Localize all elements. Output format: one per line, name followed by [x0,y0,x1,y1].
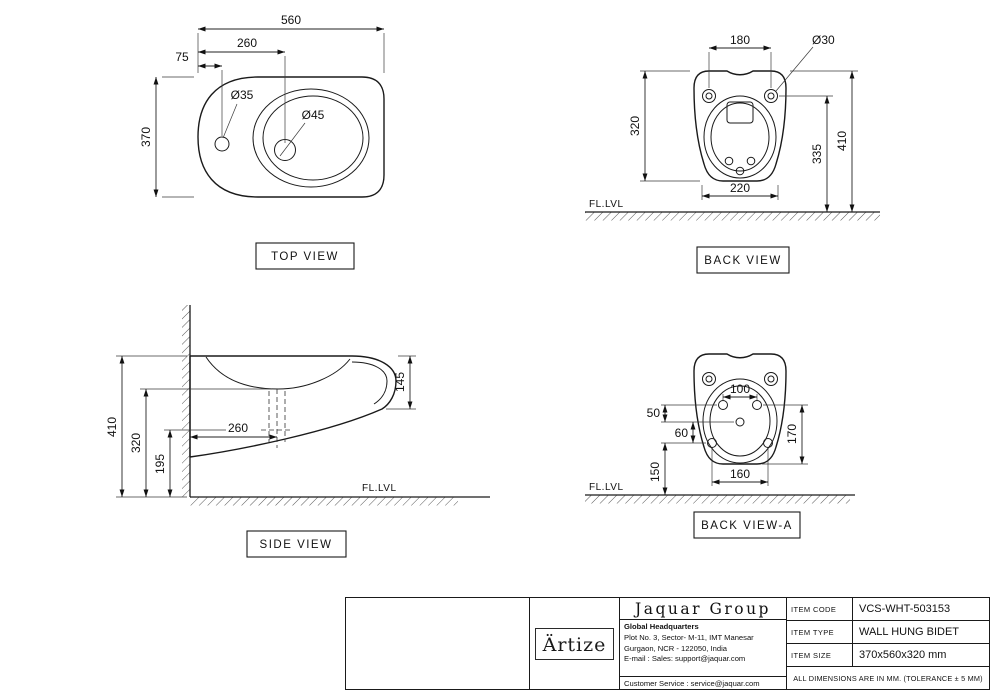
side-view-outline [189,355,397,458]
dim-top-width: 370 [139,127,153,147]
faucet-hole-small [214,136,230,152]
dim-back-hole-dia: Ø30 [812,33,835,47]
tolerance-note: ALL DIMENSIONS ARE IN MM. (TOLERANCE ± 5… [793,673,983,683]
dim-backa-fix-height: 150 [648,462,662,482]
item-code-row: ITEM CODE VCS-WHT-503153 [787,598,989,621]
company-address: Global Headquarters Plot No. 3, Sector- … [620,620,786,676]
inlet-hole-left [718,400,728,410]
side-view-wall-floor: FL.LVL [182,305,490,506]
fixing-hole-left [707,438,717,448]
back-view-outline [693,70,787,182]
top-view-outline [197,76,385,198]
dim-side-basin-height: 320 [129,433,143,453]
dim-side-total-height: 410 [105,417,119,437]
dim-top-hole1-offset: 75 [175,50,189,64]
dim-back-total-height: 410 [835,131,849,151]
back-view-a-dimension-lines [661,394,808,495]
back-view-a-label-box: BACK VIEW-A [693,511,801,539]
dim-backa-inlet-spacing: 100 [730,382,750,396]
dim-backa-fix-drop: 60 [675,426,689,440]
back-view-label: BACK VIEW [704,255,781,267]
side-view: FL.LVL 410 320 195 1 [105,305,490,558]
dim-top-hole2-offset: 260 [237,36,257,50]
brand-logo-text: Ärtize [534,627,615,660]
back-view-dimension-labels: 180 Ø30 320 335 410 220 [628,33,849,195]
brand-logo: Ärtize [530,598,620,689]
top-view: 560 260 75 370 Ø35 Ø45 TOP VIEW [139,13,385,270]
back-view-a-floor-label: FL.LVL [589,482,624,493]
dim-backa-inlet-drop: 50 [647,406,661,420]
dim-top-hole2-dia: Ø45 [302,108,325,122]
side-view-floor-label: FL.LVL [362,483,397,494]
top-view-dimension-lines [153,26,385,198]
mounting-hole-right [764,372,778,386]
back-view-a-dimension-labels: 100 50 60 150 170 160 [647,382,799,482]
item-type-row: ITEM TYPE WALL HUNG BIDET [787,621,989,644]
dim-side-drain-offset: 260 [228,421,248,435]
company-address-line1: Plot No. 3, Sector- M-11, IMT Manesar [624,632,754,642]
back-view-dimension-lines [640,45,858,212]
company-customer-service: Customer Service : service@jaquar.com [620,676,786,689]
title-block-empty-cell [346,598,530,689]
dim-top-hole1-dia: Ø35 [231,88,254,102]
company-info: Jaquar Group Global Headquarters Plot No… [620,598,787,689]
mounting-hole-right [764,89,778,103]
back-view: FL.LVL [585,33,880,274]
item-type-value: WALL HUNG BIDET [859,626,960,638]
dim-backa-fix-spacing: 160 [730,467,750,481]
inlet-hole-right [752,400,762,410]
item-table: ITEM CODE VCS-WHT-503153 ITEM TYPE WALL … [787,598,989,689]
side-view-label: SIDE VIEW [260,539,333,551]
company-email: E-mail : Sales: support@jaquar.com [624,654,746,664]
dim-top-length: 560 [281,13,301,27]
item-size-label: ITEM SIZE [787,644,853,666]
back-view-label-box: BACK VIEW [696,246,790,274]
side-view-dimension-lines [116,355,416,498]
dim-back-hole-height: 335 [810,144,824,164]
company-address-line2: Gurgaon, NCR - 122050, India [624,643,727,653]
item-size-value: 370x560x320 mm [859,649,947,661]
company-hq: Global Headquarters [624,622,699,631]
back-view-floor-label: FL.LVL [589,199,624,210]
technical-drawing: 560 260 75 370 Ø35 Ø45 TOP VIEW FL.LVL [105,13,880,558]
item-type-label: ITEM TYPE [787,621,853,643]
dim-back-hole-spacing: 180 [730,33,750,47]
back-view-floor: FL.LVL [585,199,880,221]
fixing-hole-right [763,438,773,448]
back-view-a-label: BACK VIEW-A [701,520,793,532]
back-view-a-floor: FL.LVL [585,482,855,504]
dim-side-front-height: 145 [393,372,407,392]
company-name: Jaquar Group [620,598,786,620]
title-block: Ärtize Jaquar Group Global Headquarters … [345,597,990,690]
center-hole [735,417,745,427]
item-size-row: ITEM SIZE 370x560x320 mm [787,644,989,667]
side-view-label-box: SIDE VIEW [246,530,347,558]
dim-backa-side-height: 170 [785,424,799,444]
top-view-label-box: TOP VIEW [255,242,355,270]
dim-side-drain-height: 195 [153,454,167,474]
top-view-label: TOP VIEW [271,251,339,263]
dim-back-bottom-width: 220 [730,181,750,195]
side-view-dimension-labels: 410 320 195 145 260 [105,372,407,474]
dim-back-body-height: 320 [628,116,642,136]
item-code-value: VCS-WHT-503153 [859,603,951,615]
top-view-dimension-labels: 560 260 75 370 Ø35 Ø45 [139,13,325,147]
back-view-a: FL.LVL [585,353,855,539]
mounting-hole-left [702,372,716,386]
item-code-label: ITEM CODE [787,598,853,620]
back-view-a-outline [693,353,787,465]
mounting-hole-left [702,89,716,103]
